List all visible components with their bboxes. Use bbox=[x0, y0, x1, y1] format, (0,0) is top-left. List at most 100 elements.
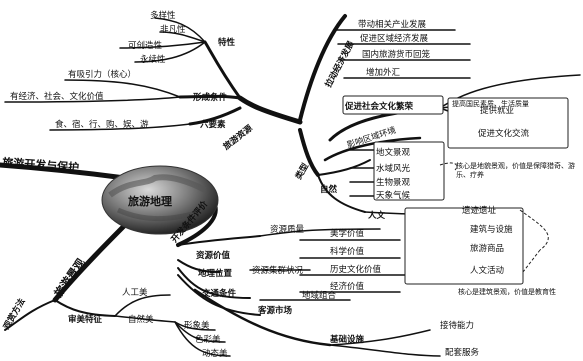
box-social-items bbox=[447, 97, 569, 149]
viewing-method: 观赏方法 bbox=[1, 296, 28, 331]
note-boxes bbox=[342, 95, 569, 285]
natural-item-1: 地文景观 bbox=[376, 147, 411, 158]
regional-combo: 地域组合 bbox=[302, 290, 337, 301]
line bbox=[177, 259, 221, 273]
value-2: 科学价值 bbox=[330, 246, 365, 257]
line bbox=[134, 41, 206, 63]
cultural-note: 核心是建筑景观，价值是教育性 bbox=[458, 288, 556, 296]
line bbox=[114, 294, 171, 317]
natural-item-2: 水域风光 bbox=[376, 163, 411, 174]
cultural-item-4: 人文活动 bbox=[470, 265, 505, 276]
dashed-link bbox=[522, 249, 541, 273]
line bbox=[203, 40, 242, 100]
line bbox=[49, 123, 191, 131]
line bbox=[317, 159, 371, 176]
branch-lines bbox=[0, 14, 581, 357]
resource-quality: 资源质量 bbox=[270, 224, 305, 235]
infra-label: 基础设施 bbox=[329, 334, 365, 345]
landscape-label: 旅游景观 bbox=[51, 256, 88, 300]
social-item-1: 提供就业 bbox=[480, 105, 514, 116]
social-label: 促进社会文化繁荣 bbox=[344, 101, 414, 112]
trait-label: 特性 bbox=[218, 37, 236, 48]
branch-env-line bbox=[323, 136, 422, 162]
color-beauty: 色彩美 bbox=[195, 334, 221, 345]
center-title: 旅游地理 bbox=[128, 194, 172, 208]
dynamic-beauty: 动态美 bbox=[202, 348, 228, 359]
line bbox=[64, 79, 181, 98]
line bbox=[259, 228, 381, 237]
line bbox=[439, 74, 581, 109]
box-natural bbox=[373, 141, 445, 201]
line bbox=[177, 235, 261, 246]
resource-cluster: 资源集群状况 bbox=[252, 265, 304, 276]
condition-label: 形成条件 bbox=[193, 92, 228, 103]
economy-item-2: 促进区域经济发展 bbox=[360, 33, 429, 44]
trait-item-1: 多样性 bbox=[150, 10, 176, 21]
line bbox=[177, 267, 251, 299]
branch-dev-title-line bbox=[0, 162, 128, 181]
branch-economy-line bbox=[298, 14, 347, 122]
line bbox=[114, 315, 176, 323]
line bbox=[174, 321, 231, 357]
line bbox=[177, 274, 261, 316]
economy-item-3: 国内旅游货币回笼 bbox=[362, 49, 431, 60]
natural-label: 自然 bbox=[320, 184, 338, 195]
line bbox=[4, 96, 181, 103]
line bbox=[119, 41, 206, 49]
six-element-label: 六要素 bbox=[200, 119, 226, 130]
social-item-3: 提高国民素质、生活质量 bbox=[452, 99, 529, 108]
natural-note: 核心是地貌景观，价值是保障猎奇、游乐、疗养 bbox=[456, 162, 575, 179]
cultural-item-1: 遗迹遗址 bbox=[462, 205, 497, 216]
infra-item-2: 配套服务 bbox=[445, 347, 480, 358]
dev-sub-2: 地理位置 bbox=[198, 268, 233, 279]
value-3: 历史文化价值 bbox=[330, 264, 382, 275]
trait-item-2: 非凡性 bbox=[160, 24, 186, 35]
type-label: 类型 bbox=[293, 161, 311, 182]
line bbox=[154, 17, 206, 43]
branch-resource-line bbox=[237, 95, 303, 125]
box-social bbox=[342, 95, 444, 115]
line bbox=[329, 329, 431, 346]
cultural-item-2: 建筑与设施 bbox=[470, 224, 513, 235]
social-item-2: 促进文化交流 bbox=[478, 128, 530, 139]
globe-icon bbox=[101, 165, 219, 235]
natural-item-3: 生物景观 bbox=[376, 177, 411, 188]
artificial-beauty: 人工美 bbox=[122, 287, 148, 298]
line bbox=[188, 106, 242, 126]
dev-sub-4: 客源市场 bbox=[257, 305, 293, 316]
economy-item-1: 带动相关产业发展 bbox=[358, 19, 427, 30]
economy-label: 拉动经济发展 bbox=[323, 39, 357, 90]
aesthetic-feature: 审美特征 bbox=[68, 314, 103, 325]
dashed-link bbox=[439, 162, 458, 171]
line bbox=[178, 94, 242, 100]
cultural-label: 人文 bbox=[368, 210, 386, 221]
dev-title: 旅游开发与保护 bbox=[2, 155, 80, 174]
infra-item-1: 接待能力 bbox=[440, 320, 474, 331]
economy-item-4: 增加外汇 bbox=[366, 67, 401, 78]
line bbox=[4, 299, 56, 331]
dev-sub-3: 交通条件 bbox=[202, 288, 237, 299]
condition-item-1: 有吸引力（核心） bbox=[68, 69, 136, 80]
branch-type-line bbox=[298, 128, 320, 177]
trait-item-3: 可创造性 bbox=[128, 40, 163, 51]
cultural-item-3: 旅游商品 bbox=[470, 243, 504, 254]
value-1: 美学价值 bbox=[330, 228, 365, 239]
line bbox=[54, 299, 116, 317]
trait-item-4: 永续性 bbox=[140, 54, 166, 65]
natural-beauty: 自然美 bbox=[128, 314, 154, 325]
six-element-item: 食、宿、行、购、娱、游 bbox=[55, 119, 149, 130]
dashed-link bbox=[519, 209, 549, 251]
natural-item-4: 天象气候 bbox=[376, 190, 411, 201]
line bbox=[317, 174, 366, 213]
dev-sub-1: 资源价值 bbox=[196, 250, 231, 261]
value-4: 经济价值 bbox=[330, 281, 365, 292]
branch-infra-line bbox=[193, 288, 332, 347]
line bbox=[174, 321, 226, 343]
line bbox=[159, 31, 206, 43]
line bbox=[329, 344, 441, 357]
condition-item-2: 有经济、社会、文化价值 bbox=[10, 91, 104, 102]
line bbox=[174, 321, 216, 331]
box-cultural bbox=[404, 207, 524, 285]
image-beauty: 形象美 bbox=[184, 320, 210, 331]
